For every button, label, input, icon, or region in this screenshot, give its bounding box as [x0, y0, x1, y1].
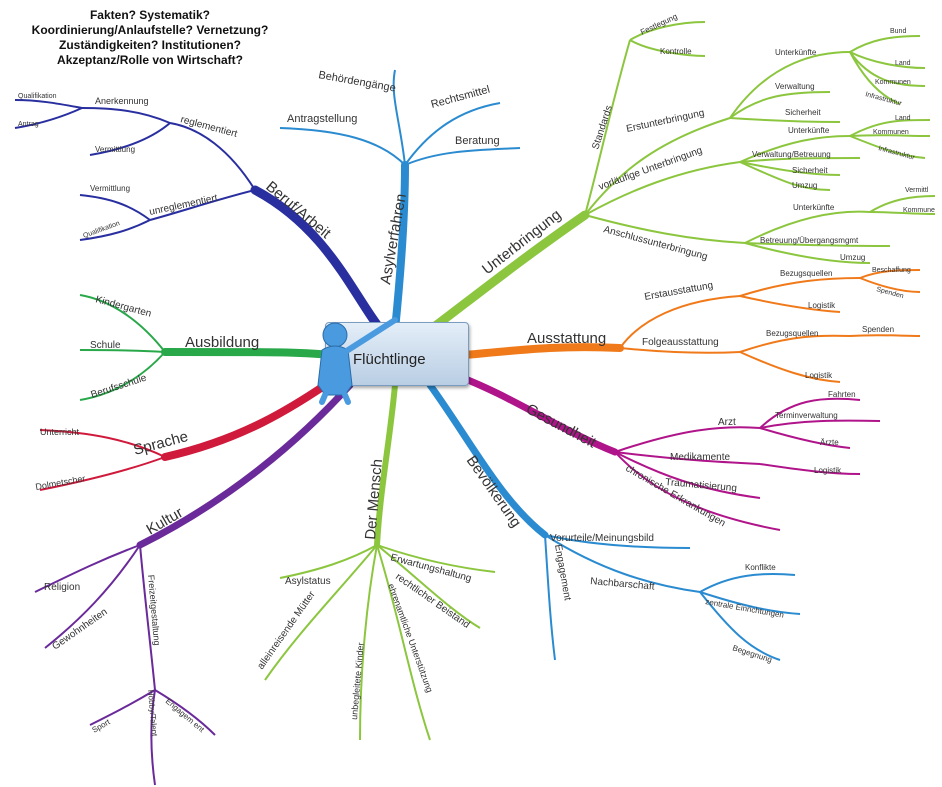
label-verwaltung: Verwaltung	[775, 82, 815, 91]
label-religion: Religion	[44, 582, 80, 593]
label-gesundheit: Gesundheit	[523, 401, 599, 452]
branch-beruf	[250, 185, 390, 340]
label-unterkuenfte: Unterkünfte	[793, 203, 835, 212]
label-asylstatus: Asylstatus	[285, 576, 331, 587]
label-anerkennung: Anerkennung	[95, 96, 149, 106]
label-antragstellung: Antragstellung	[287, 113, 357, 125]
branch-gesundheit	[451, 371, 619, 456]
label-folgeausstattung: Folgeausstattung	[642, 337, 719, 348]
label-antrag: Antrag	[18, 121, 39, 128]
label-spenden: Spenden	[862, 325, 894, 334]
label-behoerdengaenge: Behördengänge	[317, 69, 396, 94]
label-logistik: Logistik	[808, 301, 836, 310]
branch-ausbildung	[161, 348, 334, 359]
label-sicherheit: Sicherheit	[792, 166, 828, 175]
label-erstausstattung: Erstausstattung	[644, 280, 714, 303]
label-kindergarten: Kindergarten	[94, 294, 152, 319]
label-gewohnheiten: Gewohnheiten	[50, 606, 109, 652]
label-sicherheit: Sicherheit	[785, 108, 821, 117]
branch-mensch	[374, 382, 398, 548]
label-unterkuenfte: Unterkünfte	[788, 126, 830, 135]
label-vorurteile: Vorurteile/Meinungsbild	[550, 533, 654, 544]
label-schule: Schule	[90, 340, 121, 351]
branch-asyl	[391, 161, 409, 334]
label-kommunen: Kommunen	[873, 129, 909, 136]
label-standards: Standards	[590, 104, 615, 151]
label-bund: Bund	[890, 28, 906, 35]
branch-unterbringung	[425, 210, 590, 335]
label-unreglementiert: unreglementiert	[148, 193, 218, 218]
label-beschaffung: Beschaffung	[872, 267, 911, 274]
question-line: Akzeptanz/Rolle von Wirtschaft?	[57, 53, 243, 67]
label-chronische-erkrankungen: chronische Erkrankungen	[624, 463, 728, 529]
label-fahrten: Fahrten	[828, 390, 856, 399]
label-land: Land	[895, 60, 911, 67]
label-umzug: Umzug	[792, 181, 817, 190]
center-label: Flüchtlinge	[353, 351, 426, 368]
label-vorlaeufige-unterbringung: vorläufige Unterbringung	[597, 145, 704, 193]
label-vermittlung: Vermittlung	[95, 145, 135, 154]
label-reglementiert: reglementiert	[179, 114, 238, 140]
label-engagement: Engagem ent	[164, 697, 207, 735]
label-kontrolle: Kontrolle	[660, 47, 692, 56]
label-bezugsquellen: Bezugsquellen	[780, 269, 832, 278]
guiding-questions: Fakten? Systematik? Koordinierung/Anlauf…	[20, 8, 280, 68]
label-unterkuenfte: Unterkünfte	[775, 48, 817, 57]
label-logistik: Logistik	[814, 466, 842, 475]
label-unterricht: Unterricht	[40, 427, 80, 437]
branch-ausstattung	[461, 343, 624, 359]
label-bevoelkerung: Bevölkerung	[463, 453, 525, 531]
label-qualifikation: Qualifikation	[18, 93, 57, 100]
label-unbegleitete-kinder: unbegleitete Kinder	[349, 642, 366, 720]
label-vermittlung: Vermittl	[905, 187, 929, 194]
label-dolmetscher: Dolmetscher	[35, 473, 86, 492]
label-ausbildung: Ausbildung	[185, 334, 259, 351]
label-berufsschule: Berufsschule	[90, 372, 149, 400]
label-hobby-talent: Hobby/Talent	[146, 689, 159, 737]
label-beratung: Beratung	[455, 135, 500, 147]
branch-sprache	[161, 371, 344, 461]
label-arzt: Arzt	[718, 417, 736, 428]
label-verwaltung-betreuung: Verwaltung/Betreuung	[752, 150, 831, 159]
question-line: Zuständigkeiten? Institutionen?	[59, 38, 241, 52]
label-betreuung-uebergangsmgmt: Betreuung/Übergangsmgmt	[760, 236, 859, 245]
label-konflikte: Konflikte	[745, 563, 776, 572]
label-alleinreisende-muetter: alleinreisende Mütter	[255, 589, 318, 672]
label-zentrale-einrichtungen: zentrale Einrichtungen	[705, 597, 785, 620]
label-engagement: Engagement	[552, 544, 573, 602]
label-umzug: Umzug	[840, 253, 865, 262]
label-nachbarschaft: Nachbarschaft	[590, 576, 655, 593]
branch-bevoelkerung	[426, 381, 549, 539]
label-beruf-arbeit: Beruf/Arbeit	[262, 178, 334, 242]
label-terminverwaltung: Terminverwaltung	[775, 411, 838, 420]
label-logistik: Logistik	[805, 371, 833, 380]
question-line: Koordinierung/Anlaufstelle? Vernetzung?	[31, 23, 269, 37]
label-ausstattung: Ausstattung	[527, 330, 606, 347]
label-land: Land	[895, 115, 911, 122]
label-sport: Sport	[91, 717, 113, 735]
label-der-mensch: Der Mensch	[362, 458, 386, 540]
label-vermittlung: Vermittlung	[90, 184, 130, 193]
label-anschlussunterbringung: Anschlussunterbringung	[602, 224, 708, 262]
label-aerzte: Ärzte	[820, 438, 839, 447]
branch-kultur	[136, 381, 354, 549]
question-line: Fakten? Systematik?	[89, 8, 211, 22]
label-medikamente: Medikamente	[670, 452, 730, 463]
label-kommune: Kommune	[903, 207, 935, 214]
label-kommunen: Kommunen	[875, 79, 911, 86]
label-infrastruktur: Infrastruktur	[877, 145, 916, 162]
label-bezugsquellen: Bezugsquellen	[766, 329, 818, 338]
